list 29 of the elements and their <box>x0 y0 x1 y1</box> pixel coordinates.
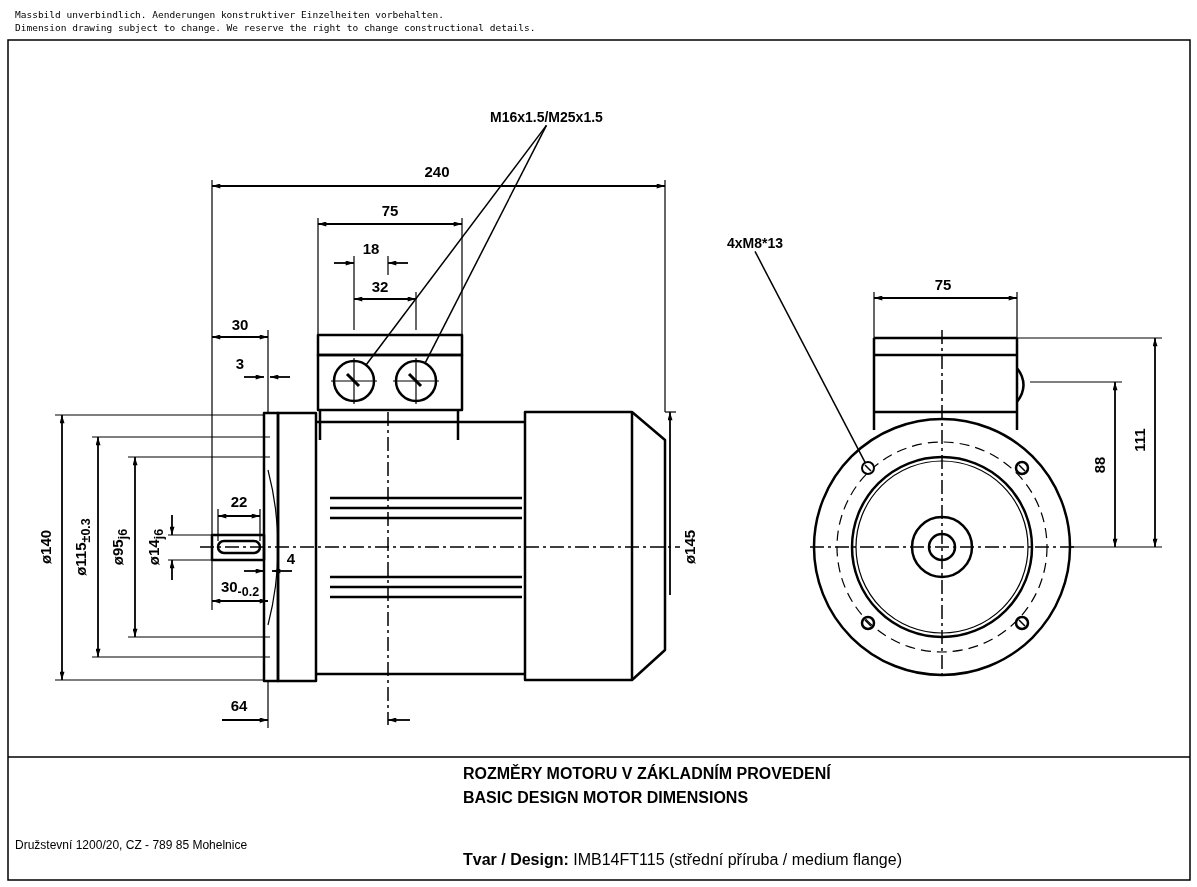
dimension-value: 22 <box>230 493 248 511</box>
dimension-value: 30 <box>231 316 249 334</box>
dimension-value: 32 <box>371 278 389 296</box>
drawing-title: ROZMĚRY MOTORU V ZÁKLADNÍM PROVEDENÍ <box>463 765 831 783</box>
dimension-value: 3 <box>235 355 245 373</box>
bolt-hole-symbol <box>861 461 875 475</box>
note-text: Massbild unverbindlich. Aenderungen konstruktiver Einzelheiten vorbehalten. <box>15 10 444 21</box>
dimension-value: ø140 <box>37 529 55 565</box>
dimension-value: 18 <box>362 240 380 258</box>
cable-gland-symbol <box>392 357 440 405</box>
note-text: Dimension drawing subject to change. We reserve the right to change constructional details. <box>15 23 536 34</box>
dimension-value: 30$_{-0.2}$ <box>220 578 260 600</box>
leader-line <box>424 124 548 364</box>
cable-gland-symbol <box>330 357 378 405</box>
dimension-value: 111 <box>1131 428 1149 452</box>
dimension-value: ø145 <box>681 529 699 565</box>
dimension-value: 4 <box>286 550 296 568</box>
design-text: Tvar / Design: IMB14FT115 (střední příruba / medium flange) <box>463 851 902 869</box>
leader-line <box>365 124 548 366</box>
address-text: Družstevní 1200/20, CZ - 789 85 Mohelnice <box>15 839 248 853</box>
callout-text: 4xM8*13 <box>727 236 784 252</box>
dimension-value: 88 <box>1091 456 1109 474</box>
dimension-value: 75 <box>934 276 952 294</box>
callout-text: M16x1.5/M25x1.5 <box>490 110 603 126</box>
dimension-value: 64 <box>230 697 248 715</box>
drawing-title: BASIC DESIGN MOTOR DIMENSIONS <box>463 789 749 807</box>
leader-line <box>754 250 866 464</box>
dimension-value: 240 <box>424 163 450 181</box>
dimension-value: 75 <box>381 202 399 220</box>
